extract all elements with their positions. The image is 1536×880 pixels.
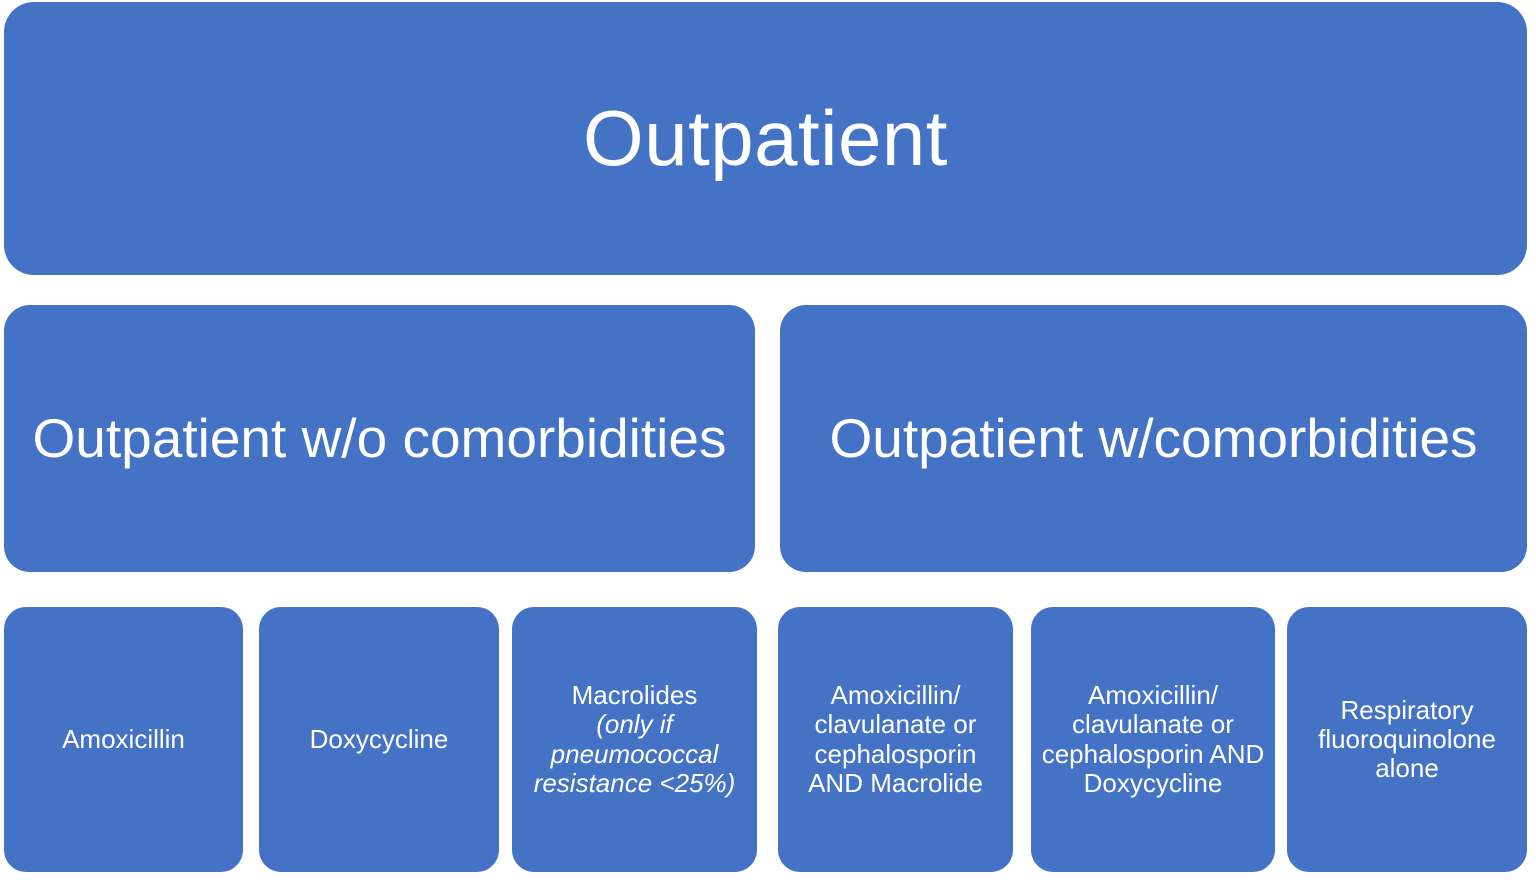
node-root-outpatient[interactable]: Outpatient	[4, 2, 1527, 275]
node-treatment-label: Macrolides	[571, 680, 698, 711]
node-treatment-text-stack: Macrolides (only if pneumococcal resista…	[520, 680, 749, 798]
node-treatment-label: Amoxicillin/ clavulanate or cephalospori…	[1041, 680, 1265, 798]
node-branch-outpatient-without-comorbidities[interactable]: Outpatient w/o comorbidities	[4, 305, 755, 572]
node-treatment-macrolides[interactable]: Macrolides (only if pneumococcal resista…	[512, 607, 757, 872]
node-branch-outpatient-with-comorbidities[interactable]: Outpatient w/comorbidities	[780, 305, 1527, 572]
node-treatment-respiratory-fluoroquinolone-alone[interactable]: Respiratory fluoroquinolone alone	[1287, 607, 1527, 872]
node-treatment-label: Doxycycline	[309, 723, 449, 754]
node-treatment-amoxicillin-clavulanate-or-cephalosporin-and-macrolide[interactable]: Amoxicillin/ clavulanate or cephalospori…	[778, 607, 1013, 872]
node-treatment-label: Respiratory fluoroquinolone alone	[1318, 694, 1496, 784]
node-treatment-amoxicillin-clavulanate-or-cephalosporin-and-doxycycline[interactable]: Amoxicillin/ clavulanate or cephalospori…	[1031, 607, 1275, 872]
node-treatment-amoxicillin[interactable]: Amoxicillin	[4, 607, 243, 872]
node-branch-label: Outpatient w/comorbidities	[829, 406, 1478, 469]
node-treatment-label: Amoxicillin	[62, 723, 185, 754]
node-treatment-note: (only if pneumococcal resistance <25%)	[533, 709, 736, 798]
node-root-label: Outpatient	[583, 93, 948, 182]
node-treatment-doxycycline[interactable]: Doxycycline	[259, 607, 499, 872]
node-branch-label: Outpatient w/o comorbidities	[32, 406, 727, 469]
node-treatment-label: Amoxicillin/ clavulanate or cephalospori…	[808, 680, 983, 798]
